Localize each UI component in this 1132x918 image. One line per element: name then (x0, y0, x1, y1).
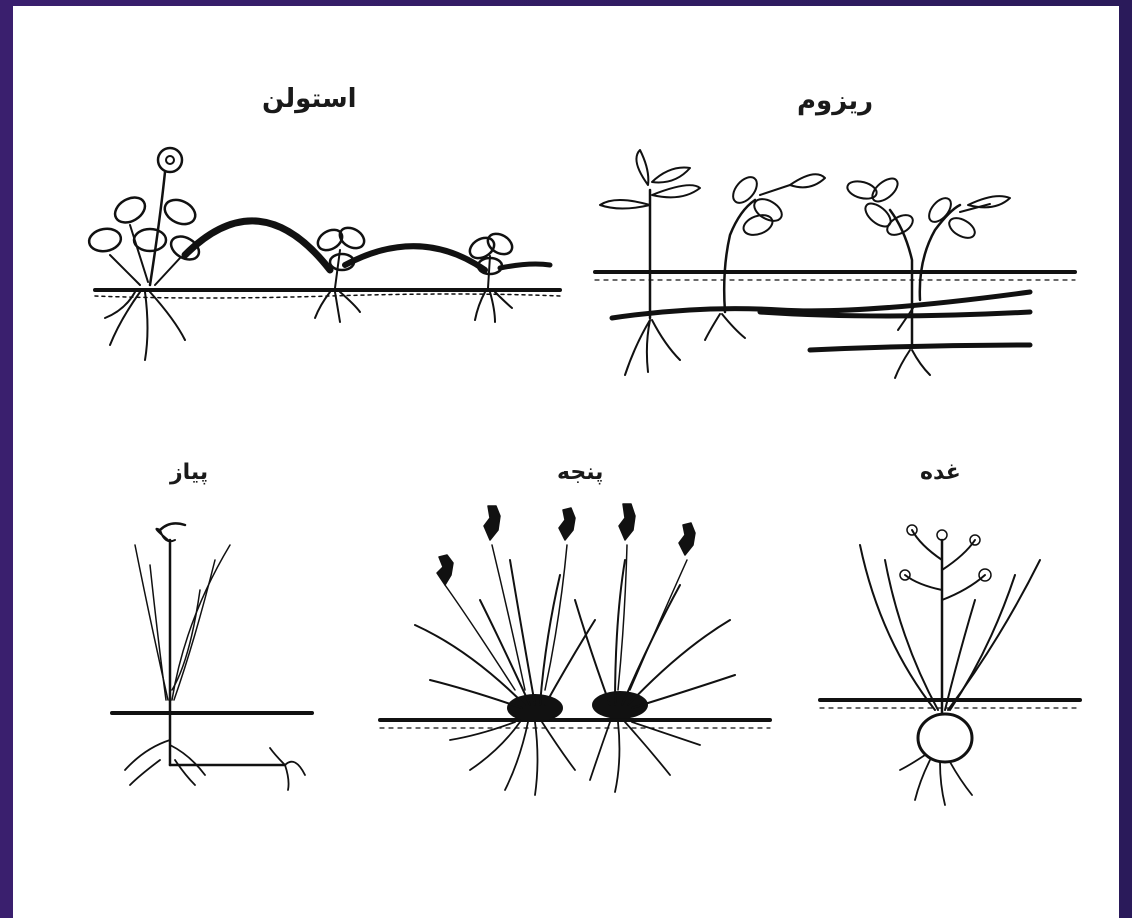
rhizome-illustration (595, 150, 1075, 378)
stolon-illustration (87, 148, 560, 360)
tuft-illustration (380, 504, 770, 795)
tuber-illustration (820, 525, 1080, 805)
bulb-illustration (112, 523, 312, 790)
